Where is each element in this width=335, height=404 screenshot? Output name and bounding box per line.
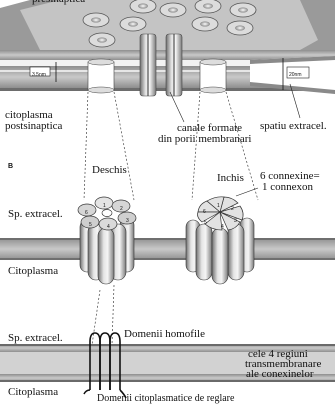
channels-label-line2: din porii membranari [158, 134, 251, 144]
gap-3-5nm-label: 3.5nm [32, 70, 46, 80]
homophilic-domains-label: Domenii homofile [124, 329, 205, 339]
regions-label-line3: ale conexinelor [246, 369, 314, 379]
closed-subunit-number: 4 [221, 222, 224, 232]
regulatory-domains-label: Domenii citoplasmatice de reglare [97, 394, 234, 404]
closed-subunit-number: 5 [204, 218, 207, 228]
closed-connexon [186, 197, 254, 284]
connexin-label-line2: 1 connexon [262, 182, 313, 192]
open-subunit-number: 6 [85, 208, 88, 218]
cytoplasm-label-c: Citoplasma [8, 387, 58, 397]
cytoplasm-label-b: Citoplasma [8, 266, 58, 276]
gap-20nm-label: 20nm [289, 70, 302, 80]
open-subunit-number: 5 [89, 220, 92, 230]
channels-label-line1: canale formate [177, 123, 242, 133]
extracellular-label-b: Sp. extracel. [8, 209, 63, 219]
closed-label: Inchis [217, 173, 244, 183]
extracellular-label-c: Sp. extracel. [8, 333, 63, 343]
closed-subunit-number: 2 [231, 204, 234, 214]
open-subunit-number: 3 [126, 216, 129, 226]
cytoplasm-label-line2: postsinaptica [5, 121, 62, 131]
connexin-label-line1: 6 connexine= [260, 171, 320, 181]
open-subunit-number: 4 [107, 222, 110, 232]
open-subunit-number: 1 [103, 201, 106, 211]
connexin-pointer [236, 188, 258, 196]
closed-subunit-number: 6 [203, 207, 206, 217]
open-subunit-number: 2 [120, 204, 123, 214]
panel-b-membrane [0, 238, 335, 260]
open-label: Deschis [92, 165, 127, 175]
closed-subunit-number: 3 [234, 216, 237, 226]
extracellular-space-label: spatiu extracel. [260, 121, 327, 131]
cytoplasm-label-line1: citoplasma [5, 110, 53, 120]
closed-subunit-number: 1 [217, 201, 220, 211]
presynaptic-label: presinaptica [32, 0, 85, 4]
panel-b-letter: B [8, 162, 13, 172]
